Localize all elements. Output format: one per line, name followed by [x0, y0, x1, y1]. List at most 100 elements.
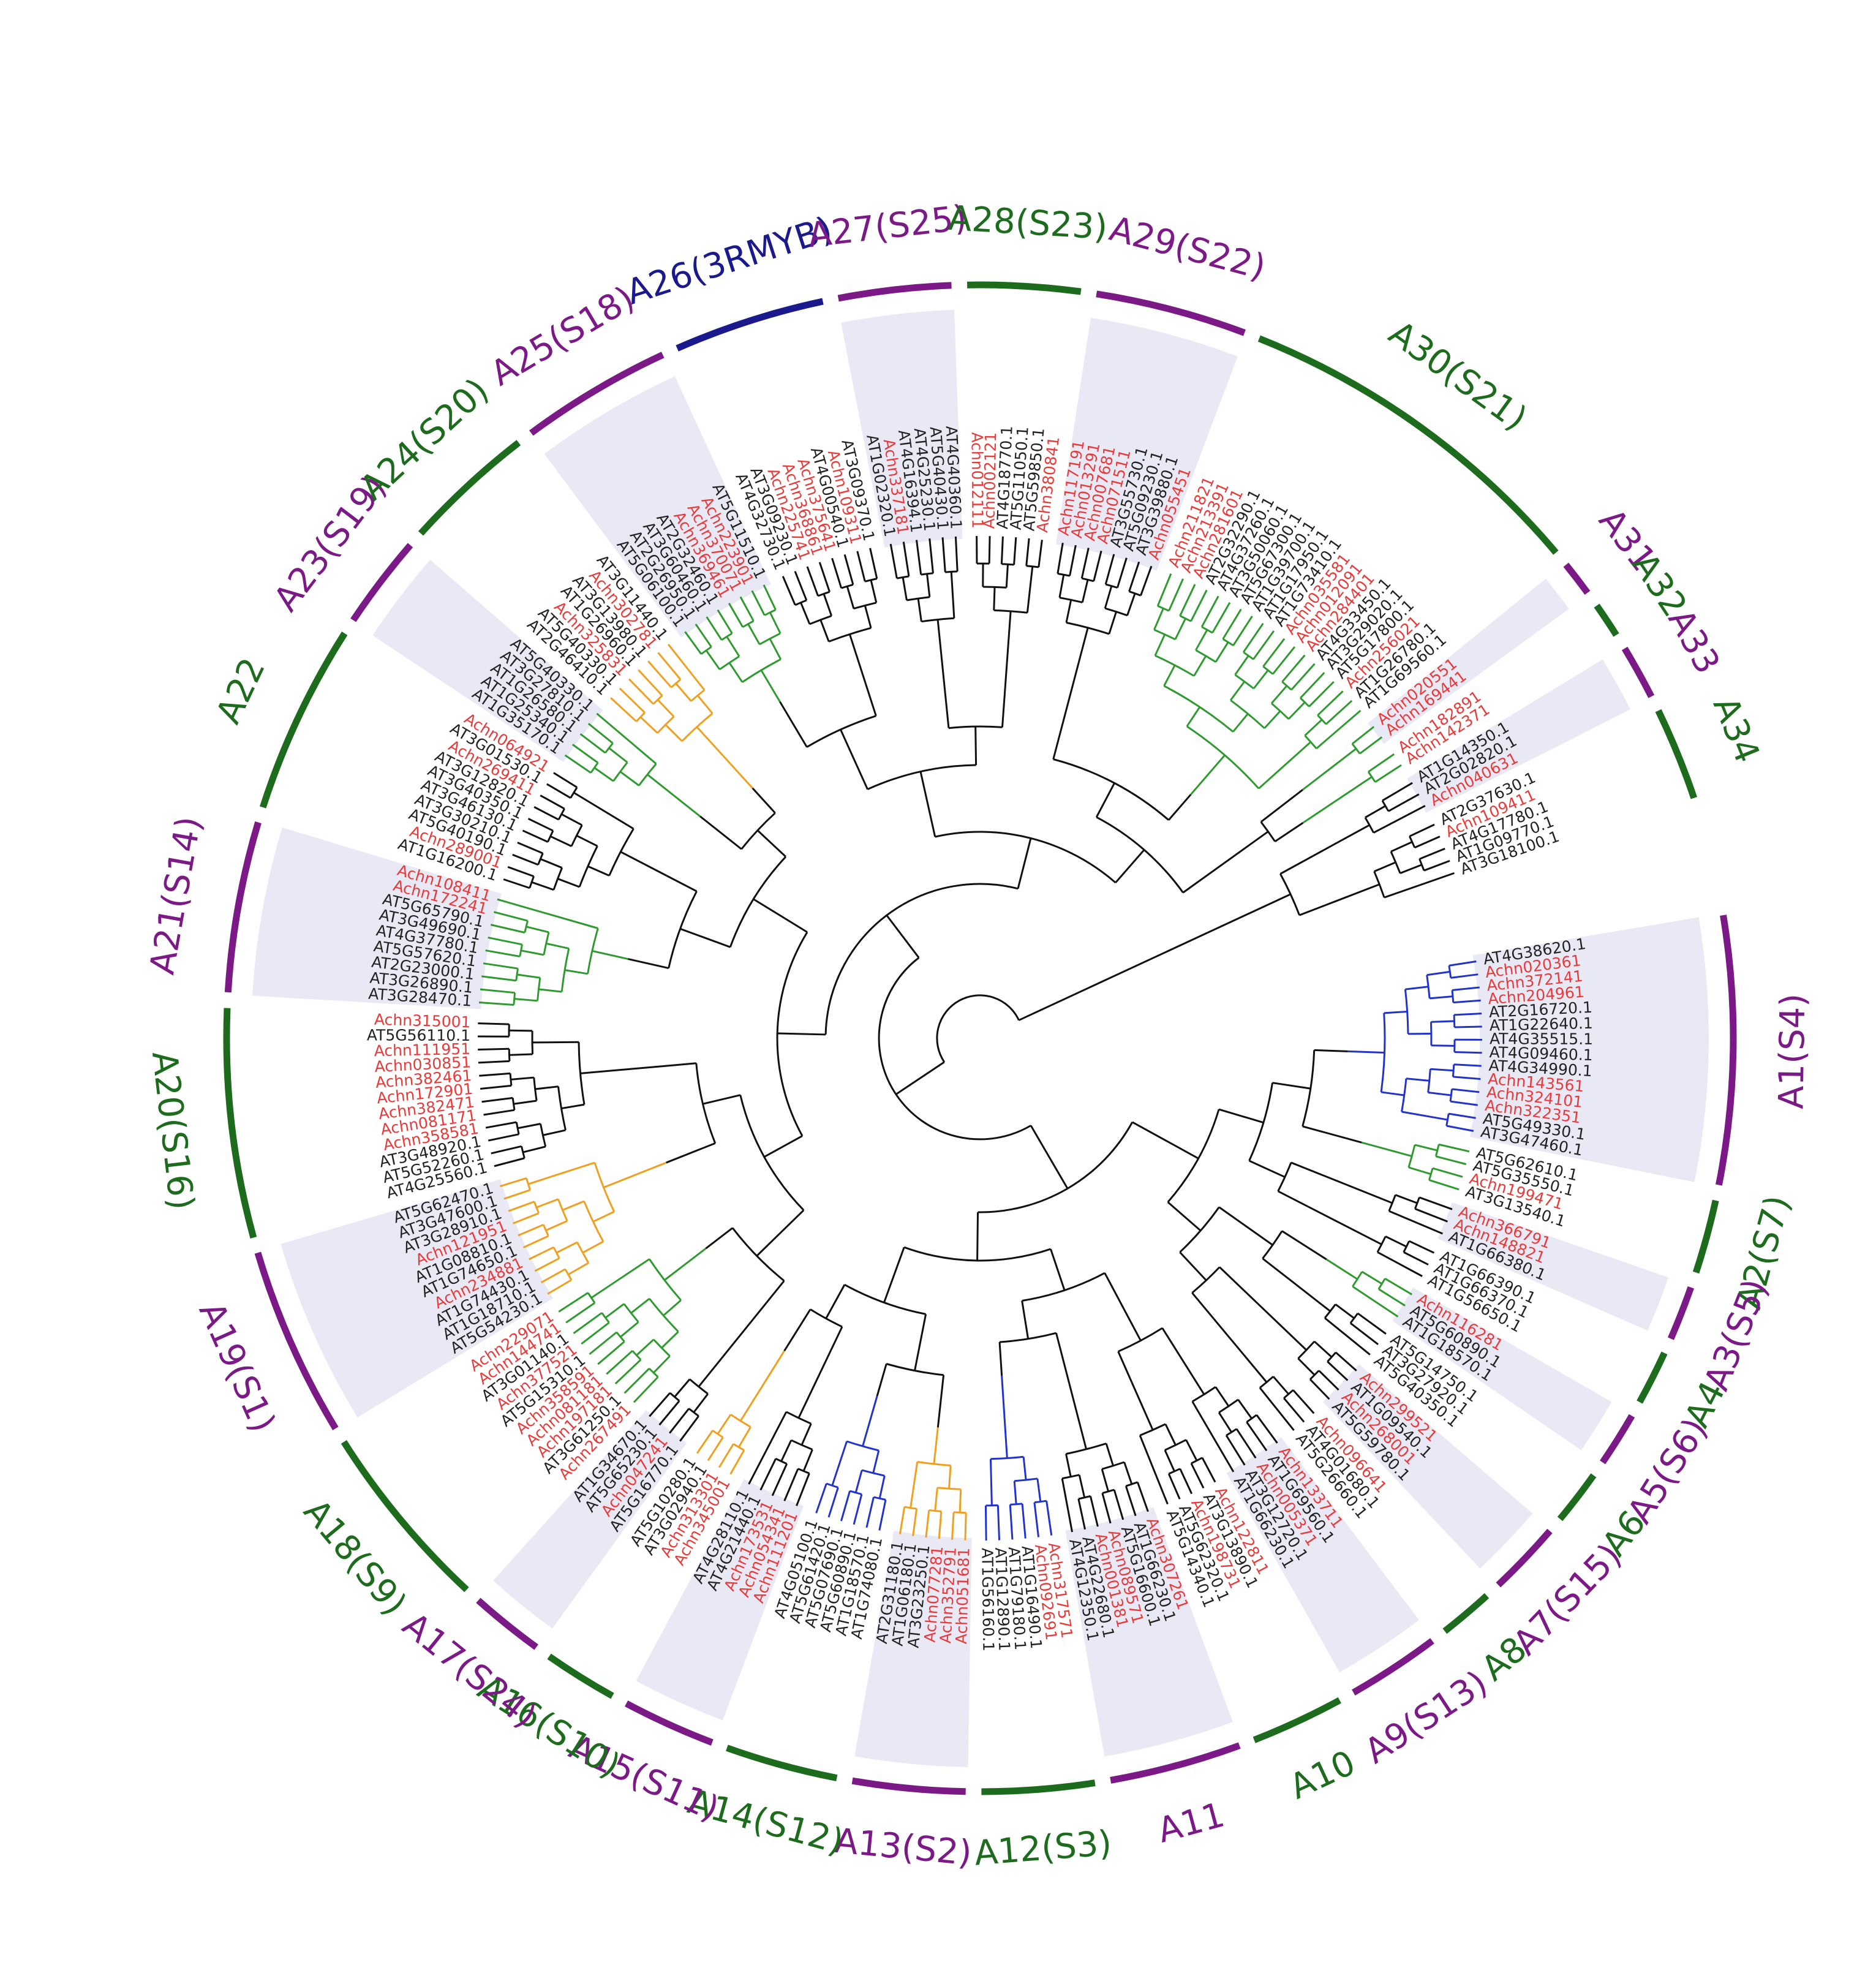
branch — [1077, 1498, 1087, 1530]
branch — [1102, 1488, 1115, 1495]
branch — [620, 851, 668, 877]
branch — [1453, 1013, 1482, 1016]
branch — [592, 949, 628, 960]
branch — [747, 623, 761, 645]
branch — [1101, 1468, 1109, 1492]
branch — [1080, 548, 1090, 579]
branch — [1300, 672, 1325, 699]
branch — [1124, 1485, 1137, 1517]
branch — [756, 1209, 805, 1257]
branch — [1318, 1370, 1339, 1391]
branch — [883, 1247, 905, 1303]
branch — [1179, 1468, 1193, 1495]
branch — [1009, 1504, 1014, 1540]
branch — [636, 1338, 655, 1356]
branch — [993, 587, 996, 611]
branch — [886, 915, 920, 959]
branch — [1179, 584, 1196, 617]
branch — [872, 1450, 880, 1474]
branch — [1131, 1382, 1154, 1431]
branch — [597, 1341, 625, 1365]
branch — [988, 536, 991, 564]
branch — [823, 594, 833, 616]
branch — [818, 562, 831, 592]
branch — [525, 1177, 532, 1191]
group-label: A20(S16) — [144, 1049, 202, 1212]
branch — [1052, 663, 1080, 760]
branch — [910, 1462, 919, 1508]
branch — [1399, 864, 1422, 875]
branch — [1190, 589, 1208, 622]
branch — [921, 572, 933, 576]
branch — [1033, 1502, 1040, 1537]
branch — [668, 891, 698, 968]
branch — [1030, 1125, 1069, 1190]
branch — [756, 829, 786, 858]
branch — [706, 616, 723, 641]
branch — [1448, 960, 1477, 967]
branch — [1201, 626, 1213, 634]
branch — [771, 1463, 788, 1496]
branch — [562, 1200, 585, 1211]
branch — [865, 683, 877, 717]
branch — [647, 774, 701, 817]
branch — [1222, 638, 1234, 647]
branch — [693, 1393, 709, 1413]
branch — [783, 1468, 799, 1501]
branch — [1234, 655, 1249, 676]
branch — [729, 1449, 745, 1475]
branch — [825, 1284, 846, 1319]
branch — [603, 1161, 667, 1189]
branch — [667, 644, 706, 691]
branch — [1140, 565, 1153, 596]
branch — [705, 649, 721, 670]
branch — [1185, 1439, 1198, 1462]
branch — [1093, 550, 1102, 582]
branch — [1385, 1235, 1407, 1248]
branch — [796, 1473, 810, 1506]
group-label: A24(S20) — [353, 371, 497, 508]
branch — [1262, 1258, 1290, 1280]
branch — [1191, 1292, 1215, 1319]
branch — [1278, 1190, 1309, 1208]
branch — [1078, 1474, 1086, 1498]
branch — [840, 1490, 851, 1522]
branch — [532, 1041, 579, 1044]
leaf-label: Achn002121 — [980, 432, 1000, 529]
branch — [1335, 1351, 1357, 1371]
group-arc — [529, 352, 665, 436]
branch — [1302, 748, 1357, 791]
branch — [826, 1482, 838, 1488]
branch — [739, 1350, 785, 1422]
branch — [1325, 700, 1353, 725]
branch — [782, 576, 796, 606]
branch — [675, 682, 692, 702]
group-arc — [1594, 603, 1619, 637]
branch — [1219, 1266, 1259, 1305]
branch — [1164, 1449, 1175, 1472]
group-label: A19(S1) — [191, 1296, 283, 1438]
branch — [1232, 713, 1249, 733]
group-arc — [254, 1251, 339, 1430]
branch — [878, 1475, 886, 1499]
group-arc — [1621, 646, 1655, 698]
branch — [1022, 1457, 1027, 1481]
branch — [580, 1065, 663, 1074]
branch — [509, 1073, 513, 1086]
branch — [865, 1496, 875, 1528]
branch — [717, 609, 733, 634]
group-arc — [1096, 290, 1246, 336]
branch — [1001, 1375, 1008, 1458]
branch — [849, 1490, 862, 1495]
branch — [1038, 540, 1043, 568]
branch — [1026, 565, 1039, 568]
branch — [517, 1123, 541, 1130]
group-arc — [625, 1700, 714, 1746]
branch — [517, 842, 543, 854]
branch — [1297, 1340, 1316, 1359]
branch — [590, 762, 599, 774]
branch — [1428, 1092, 1452, 1096]
branch — [783, 1308, 812, 1352]
branch — [1010, 1503, 1023, 1506]
clade-band — [252, 827, 502, 1009]
